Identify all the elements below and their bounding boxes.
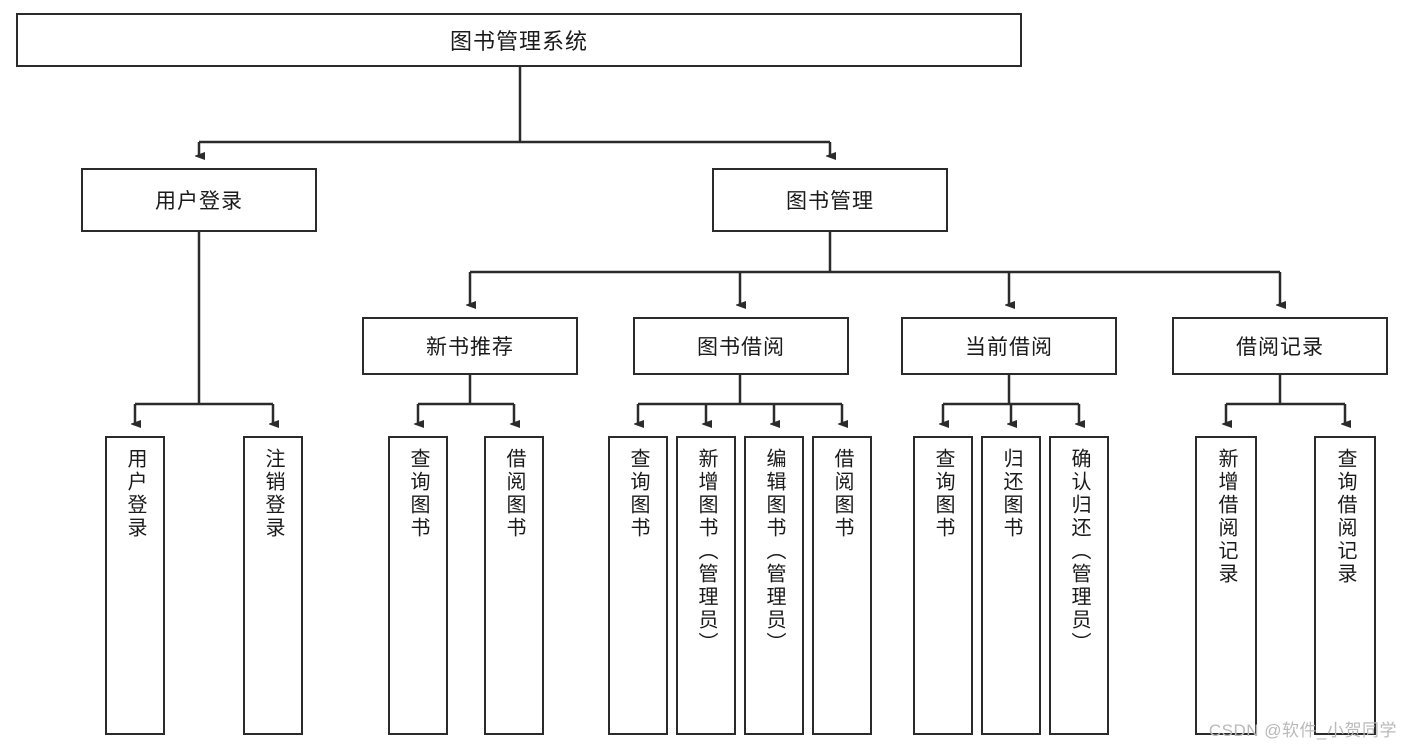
node-leaf-user-login-label: 用户登录 [124,448,146,540]
node-leaf-user-login[interactable]: 用户登录 [105,436,165,735]
node-leaf-return-book[interactable]: 归还图书 [981,436,1041,735]
node-user-login-label: 用户登录 [155,190,243,213]
node-leaf-borrow-book-2[interactable]: 借阅图书 [812,436,872,735]
node-leaf-query-book-2[interactable]: 查询图书 [608,436,668,735]
node-new-book-recommend-label: 新书推荐 [426,336,514,359]
node-leaf-borrow-book-1[interactable]: 借阅图书 [484,436,544,735]
node-leaf-query-borrow-record-label: 查询借阅记录 [1334,448,1356,586]
node-borrow-record-label: 借阅记录 [1236,336,1324,359]
node-root[interactable]: 图书管理系统 [16,13,1022,67]
node-current-borrow[interactable]: 当前借阅 [901,317,1117,375]
node-borrow-record[interactable]: 借阅记录 [1172,317,1388,375]
node-leaf-borrow-book-2-label: 借阅图书 [831,448,853,540]
node-leaf-borrow-book-1-label: 借阅图书 [503,448,525,540]
node-leaf-query-book-3[interactable]: 查询图书 [913,436,973,735]
node-new-book-recommend[interactable]: 新书推荐 [362,317,578,375]
node-book-borrow[interactable]: 图书借阅 [633,317,849,375]
watermark: CSDN @软件_小贺同学 [1208,721,1397,740]
node-leaf-query-book-1-label: 查询图书 [407,448,429,540]
node-leaf-confirm-return-admin-label: 确认归还（管理员） [1068,448,1090,655]
node-book-manage-label: 图书管理 [786,190,874,213]
node-leaf-confirm-return-admin[interactable]: 确认归还（管理员） [1049,436,1109,735]
node-leaf-add-borrow-record-label: 新增借阅记录 [1215,448,1237,586]
node-leaf-query-book-2-label: 查询图书 [627,448,649,540]
node-leaf-return-book-label: 归还图书 [1000,448,1022,540]
node-root-label: 图书管理系统 [449,29,588,54]
node-leaf-add-book-admin[interactable]: 新增图书（管理员） [676,436,736,735]
node-leaf-logout-label: 注销登录 [262,448,284,540]
node-user-login[interactable]: 用户登录 [81,168,317,232]
node-leaf-edit-book-admin-label: 编辑图书（管理员） [763,448,785,655]
node-leaf-edit-book-admin[interactable]: 编辑图书（管理员） [744,436,804,735]
node-leaf-query-borrow-record[interactable]: 查询借阅记录 [1314,436,1376,735]
node-leaf-query-book-1[interactable]: 查询图书 [388,436,448,735]
node-book-borrow-label: 图书借阅 [697,336,785,359]
node-leaf-logout[interactable]: 注销登录 [243,436,303,735]
node-leaf-add-book-admin-label: 新增图书（管理员） [695,448,717,655]
node-leaf-query-book-3-label: 查询图书 [932,448,954,540]
node-book-manage[interactable]: 图书管理 [712,168,948,232]
node-leaf-add-borrow-record[interactable]: 新增借阅记录 [1195,436,1257,735]
node-current-borrow-label: 当前借阅 [965,336,1053,359]
